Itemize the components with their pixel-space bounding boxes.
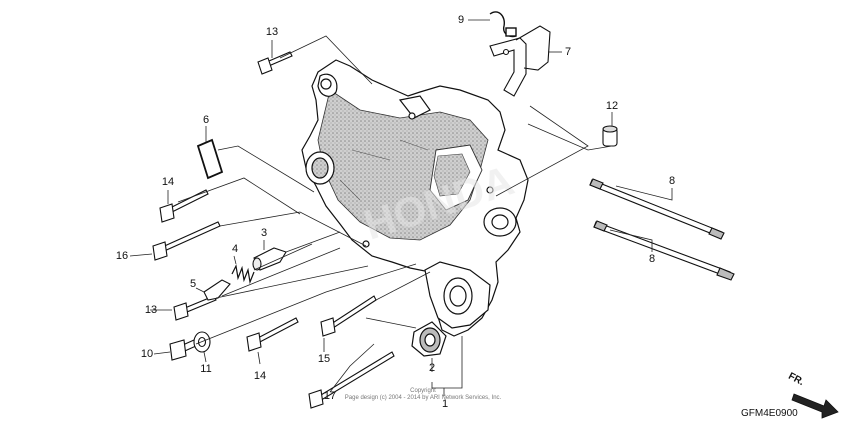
callout-3[interactable]: 3 <box>260 227 268 239</box>
callout-2[interactable]: 2 <box>428 362 436 374</box>
diagram-code: GFM4E0900 <box>741 408 798 419</box>
leader-lines <box>129 19 673 396</box>
plate-part-5 <box>203 279 231 301</box>
callout-7[interactable]: 7 <box>564 46 572 58</box>
callout-15[interactable]: 15 <box>317 353 331 365</box>
callout-10[interactable]: 10 <box>140 348 154 360</box>
copyright-notice: Copyright Page design (c) 2004 - 2014 by… <box>318 388 528 402</box>
bearing-part-2 <box>411 321 447 357</box>
bracket-part-7 <box>489 25 551 97</box>
callout-17[interactable]: 17 <box>323 390 337 402</box>
collar-part-12 <box>602 125 618 147</box>
callout-16[interactable]: 16 <box>115 250 129 262</box>
callout-14-upper[interactable]: 14 <box>161 176 175 188</box>
bolts <box>152 51 395 409</box>
callout-1[interactable]: 1 <box>441 398 449 410</box>
pin-part-3 <box>252 247 287 271</box>
callout-11[interactable]: 11 <box>200 363 212 375</box>
wire-clip-part-9 <box>489 11 517 38</box>
copyright-line-1: Copyright <box>410 388 436 394</box>
callout-4[interactable]: 4 <box>231 243 239 255</box>
callout-9[interactable]: 9 <box>457 14 465 26</box>
callout-5[interactable]: 5 <box>189 278 197 290</box>
callout-8-upper[interactable]: 8 <box>668 175 676 187</box>
spring-part-4 <box>231 264 255 285</box>
stud-parts-8 <box>589 178 735 281</box>
copyright-line-2: Page design (c) 2004 - 2014 by ARI Netwo… <box>344 395 502 401</box>
o-ring-part-6 <box>196 138 224 180</box>
callout-14-lower[interactable]: 14 <box>253 370 267 382</box>
callout-8-lower[interactable]: 8 <box>648 253 656 265</box>
callout-6[interactable]: 6 <box>202 114 210 126</box>
crankcase-cover <box>301 59 529 337</box>
callout-13-upper[interactable]: 13 <box>265 26 279 38</box>
fr-direction-arrow-icon <box>791 393 839 419</box>
callout-13-lower[interactable]: 13 <box>144 304 158 316</box>
callout-12[interactable]: 12 <box>605 100 619 112</box>
